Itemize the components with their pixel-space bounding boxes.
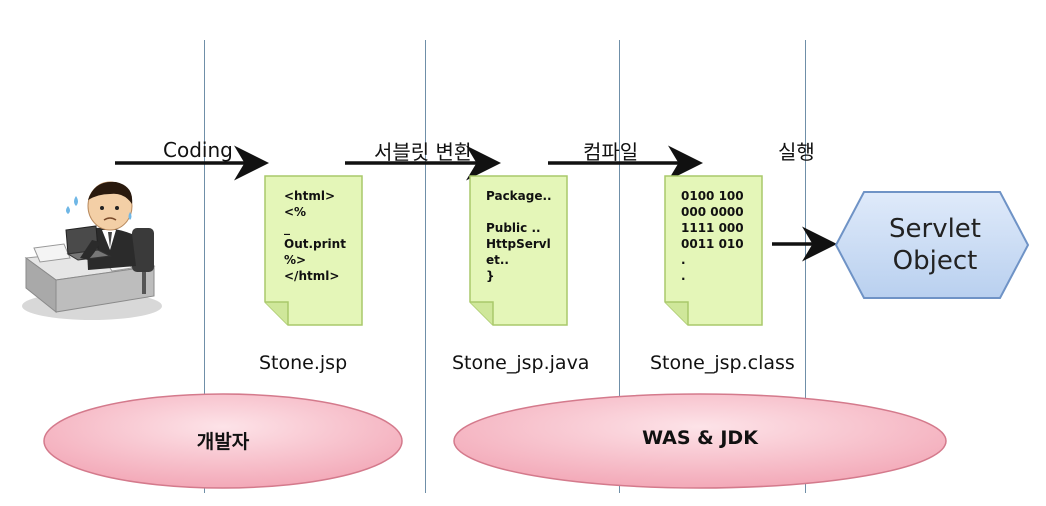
servlet-object-label: Servlet Object — [850, 213, 1020, 277]
developer-label: 개발자 — [196, 431, 250, 453]
execute-label: 실행 — [778, 140, 815, 164]
jsp-file-note — [264, 175, 363, 326]
jsp-file-content: <html> <% _ Out.print %> </html> — [284, 189, 346, 283]
class-file-note — [664, 175, 763, 326]
java-file-name: Stone_jsp.java — [452, 352, 590, 374]
coding-label: Coding — [163, 138, 233, 162]
jsp-file-name: Stone.jsp — [259, 352, 348, 374]
class-file-content: 0100 100 000 0000 1111 000 0011 010 . . — [681, 189, 744, 283]
was-jdk-ellipse — [453, 393, 947, 489]
servlet-convert-label: 서블릿 변환 — [374, 140, 473, 164]
java-file-content: Package.. Public .. HttpServl et.. } — [486, 189, 552, 283]
servlet-object-line2: Object — [892, 246, 978, 276]
was-jdk-label: WAS & JDK — [642, 427, 758, 449]
divider-line-3 — [619, 40, 620, 493]
class-file-name: Stone_jsp.class — [650, 352, 795, 374]
servlet-object-hexagon — [834, 191, 1030, 299]
developer-illustration — [22, 181, 162, 320]
java-file-note — [469, 175, 568, 326]
divider-line-1 — [204, 40, 205, 493]
developer-ellipse — [43, 393, 403, 489]
compile-label: 컴파일 — [583, 140, 639, 164]
divider-line-4 — [805, 40, 806, 493]
divider-line-2 — [425, 40, 426, 493]
servlet-object-line1: Servlet — [889, 214, 981, 244]
